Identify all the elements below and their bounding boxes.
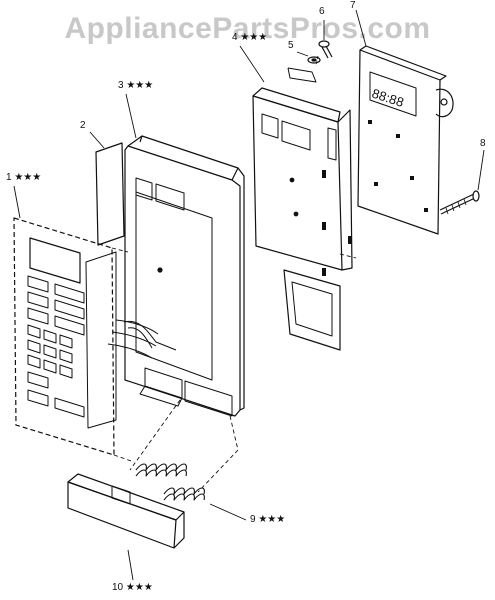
- part-9-springs: [135, 463, 205, 501]
- part-7-display-board: [357, 45, 454, 235]
- part-1-keypad-membrane: [13, 217, 115, 456]
- callout-10: 10 ★★★: [112, 582, 153, 593]
- callout-6: 6: [319, 6, 325, 17]
- part-5-washer: [307, 56, 321, 64]
- part-3-housing: [123, 135, 245, 417]
- part-4-control-board: [252, 67, 353, 351]
- part-10-push-button: [67, 473, 185, 549]
- part-2-sheet: [95, 142, 125, 246]
- callout-1: 1 ★★★: [6, 172, 42, 183]
- part-8-screw: [439, 190, 480, 215]
- watermark: AppliancePartsPros.com: [64, 12, 431, 45]
- callout-8: 8: [480, 138, 486, 149]
- callout-3: 3 ★★★: [118, 80, 154, 91]
- callout-leaders: [13, 9, 485, 581]
- callout-2: 2: [80, 120, 86, 131]
- callout-7: 7: [350, 0, 356, 11]
- callout-4: 4 ★★★: [232, 32, 268, 43]
- assembly-guide-lines: [111, 55, 357, 493]
- callout-9: 9 ★★★: [250, 514, 286, 525]
- callout-5: 5: [288, 40, 294, 51]
- part-6-screw: [318, 40, 333, 59]
